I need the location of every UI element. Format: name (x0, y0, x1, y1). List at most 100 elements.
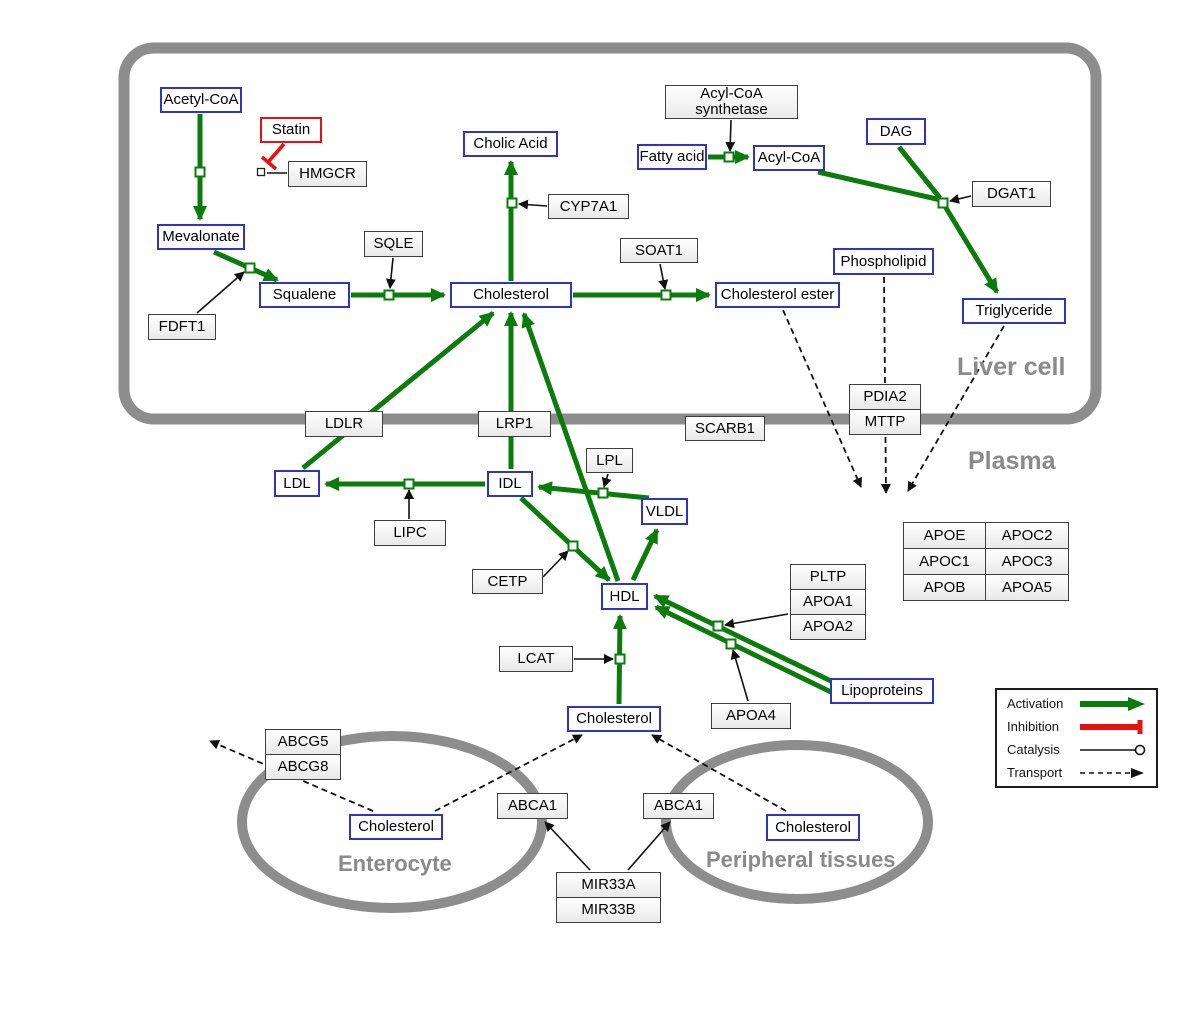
transport-triglyceride-plasma (907, 325, 1005, 492)
node-fdft1: FDFT1 (148, 314, 216, 340)
reaction-node (660, 289, 672, 301)
reaction-node (383, 289, 395, 301)
reaction-node (614, 653, 626, 665)
catalysis-dgat1 (949, 194, 972, 204)
node-cetp: CETP (472, 569, 543, 594)
node-mir33a: MIR33A (556, 872, 661, 898)
node-lrp1: LRP1 (478, 411, 551, 437)
peripheral-tissues-label: Peripheral tissues (706, 847, 896, 872)
catalysis-lpl (601, 473, 612, 488)
node-apoa1: APOA1 (790, 589, 866, 615)
node-cholesterol-peripheral: Cholesterol (766, 814, 860, 841)
node-pltp: PLTP (790, 564, 866, 590)
catalysis-fdft1 (196, 271, 245, 314)
activation-lipoproteins-hdl-1 (653, 593, 833, 684)
node-abcg8: ABCG8 (265, 754, 341, 780)
reaction-node (567, 540, 579, 552)
reaction-node (403, 478, 415, 490)
node-cholesterol-plasma: Cholesterol (567, 706, 661, 732)
legend-transport-label: Transport (1007, 765, 1063, 780)
apo-table-cell: APOC3 (985, 548, 1069, 575)
apo-table-cell: APOC1 (903, 548, 986, 575)
node-dag: DAG (866, 118, 926, 145)
transport-peripheral-cholesterol-plasma (651, 734, 787, 812)
legend-row-catalysis: Catalysis (997, 738, 1156, 761)
node-apoa4: APOA4 (711, 703, 791, 729)
catalysis-cyp7a1 (518, 199, 548, 210)
node-abcg5: ABCG5 (265, 729, 341, 755)
transport-cholesterolester-plasma (782, 309, 862, 488)
reaction-node (597, 487, 609, 499)
reaction-node (712, 620, 724, 632)
activation-hdl-vldl (630, 528, 660, 582)
node-pdia2: PDIA2 (849, 384, 921, 410)
legend-catalysis-label: Catalysis (1007, 742, 1060, 757)
reaction-node (723, 151, 735, 163)
activation-hdl-cholesterol (521, 312, 621, 582)
enterocyte-label: Enterocyte (338, 851, 452, 876)
legend-row-inhibition: Inhibition (997, 715, 1156, 738)
inhibition-statin-line (267, 142, 286, 163)
node-cholesterol-liver: Cholesterol (450, 282, 572, 308)
activation-arrow-icon (1080, 696, 1145, 711)
legend-row-transport: Transport (997, 761, 1156, 784)
reaction-node (194, 166, 206, 178)
legend: Activation Inhibition Catalysis Transpor… (995, 688, 1158, 788)
node-statin: Statin (260, 117, 322, 143)
acyl-coa-synthetase-line1: Acyl-CoA (700, 85, 763, 103)
catalysis-port-hmgcr (256, 167, 266, 177)
node-soat1: SOAT1 (620, 238, 698, 263)
liver-cell-label: Liver cell (957, 353, 1066, 381)
node-mevalonate: Mevalonate (157, 224, 245, 250)
plasma-label: Plasma (968, 447, 1056, 475)
node-ldl: LDL (274, 470, 320, 497)
activation-acylcoa-junction (817, 169, 942, 203)
catalysis-circle-icon (1080, 744, 1146, 755)
catalysis-acylcoa-synthetase (725, 119, 736, 152)
node-lcat: LCAT (499, 646, 573, 672)
node-sqle: SQLE (364, 231, 423, 257)
node-abca1-right: ABCA1 (643, 793, 714, 819)
node-cholesterol-ester: Cholesterol ester (715, 282, 840, 308)
catalysis-pltp-apoa1-apoa2 (724, 613, 789, 629)
activation-vldl-idl (537, 481, 650, 501)
node-acyl-coa: Acyl-CoA (753, 145, 825, 171)
node-vldl: VLDL (641, 498, 688, 525)
apo-table-cell: APOB (903, 574, 986, 601)
enterocyte-membrane (237, 731, 547, 913)
node-lipc: LIPC (374, 520, 446, 546)
node-fatty-acid: Fatty acid (637, 144, 707, 170)
node-scarb1: SCARB1 (685, 416, 765, 441)
apo-table-cell: APOA5 (985, 574, 1069, 601)
inhibition-tbar-icon (1080, 719, 1143, 734)
node-lipoproteins: Lipoproteins (830, 678, 934, 704)
transport-dashed-arrow-icon (1080, 767, 1144, 778)
activation-idl-hdl (519, 496, 611, 582)
inhibition-statin-tbar (260, 155, 278, 171)
catalysis-sqle (385, 257, 396, 289)
node-ldlr: LDLR (305, 411, 383, 437)
node-hdl: HDL (601, 583, 648, 610)
apo-table-cell: APOE (903, 522, 986, 549)
reaction-node (937, 197, 949, 209)
legend-inhibition-label: Inhibition (1007, 719, 1060, 734)
node-acyl-coa-synthetase: Acyl-CoA synthetase (665, 85, 798, 119)
node-cyp7a1: CYP7A1 (548, 194, 629, 219)
node-apoa2: APOA2 (790, 614, 866, 640)
node-phospholipid: Phospholipid (833, 248, 934, 275)
node-mir33b: MIR33B (556, 897, 661, 923)
reaction-node (244, 262, 256, 274)
catalysis-soat1 (658, 263, 669, 290)
node-hmgcr: HMGCR (288, 161, 367, 187)
catalysis-cetp (542, 550, 569, 578)
node-abca1-left: ABCA1 (497, 793, 568, 819)
transport-phospholipid-plasma (880, 276, 891, 494)
node-acetyl-coa: Acetyl-CoA (160, 87, 242, 113)
activation-ldl-cholesterol (301, 311, 495, 470)
arrow-mir33-abca1-left (544, 821, 591, 871)
node-mttp: MTTP (849, 409, 921, 435)
apo-table-cell: APOC2 (985, 522, 1069, 549)
node-lpl: LPL (586, 448, 633, 473)
